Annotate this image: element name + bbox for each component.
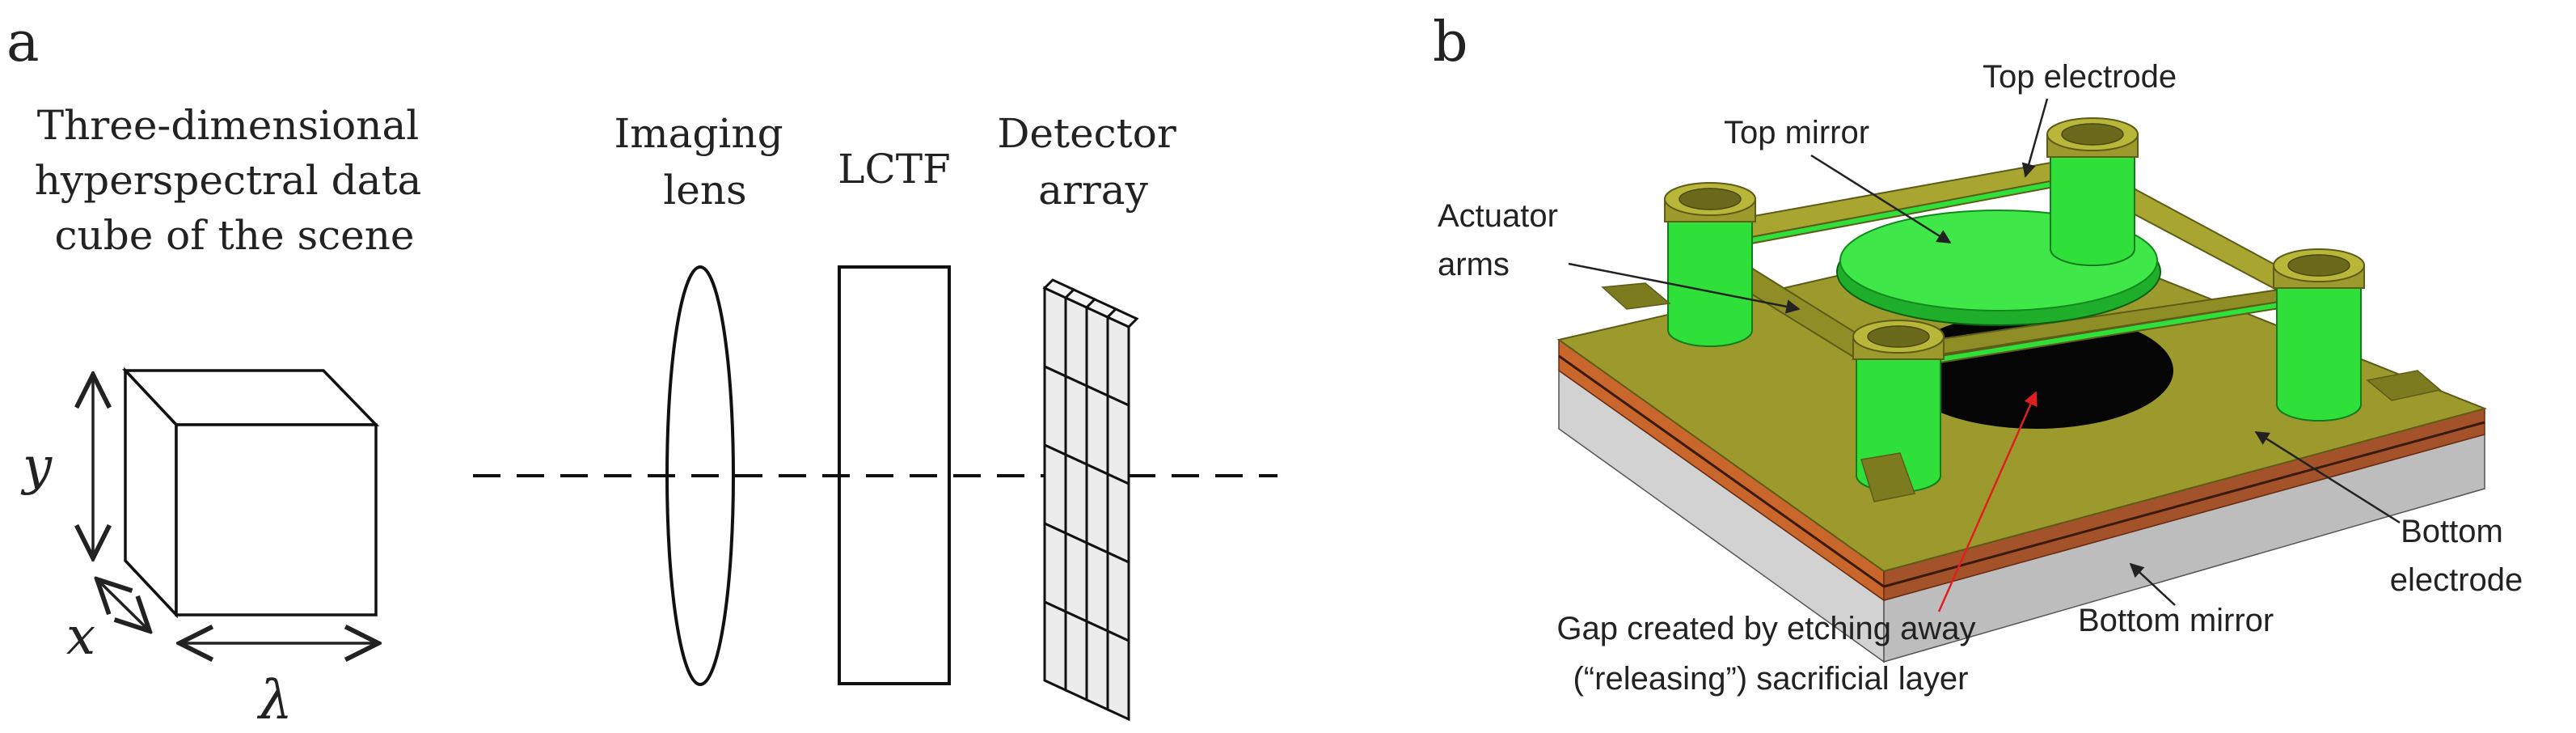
lambda-axis-label: λ xyxy=(256,669,293,731)
data-cube xyxy=(121,366,380,619)
x-axis-label: x xyxy=(66,607,95,667)
actuator-arms-line-2: arms xyxy=(1438,247,1510,282)
detector-cell xyxy=(1064,374,1088,467)
detector-cell xyxy=(1043,600,1067,693)
lctf-label: LCTF xyxy=(838,146,951,193)
cube-front-face xyxy=(175,423,378,616)
detector-cell xyxy=(1085,462,1109,555)
bottom-electrode-line-2: electrode xyxy=(2390,562,2523,598)
actuator-arms-leader xyxy=(1568,262,1801,314)
lens-label-line-1: Imaging xyxy=(614,110,783,157)
gap-label: Gap created by etching away (“releasing”… xyxy=(1556,611,1984,697)
panel-b-letter: b xyxy=(1433,11,1468,74)
detector-cell xyxy=(1043,521,1067,614)
gap-label-line-1: Gap created by etching away xyxy=(1556,611,1975,646)
anchor-posts xyxy=(1664,117,2365,493)
panel-a: a Three-dimensional hyperspectral data c… xyxy=(6,11,1277,731)
layer-stripe-right xyxy=(1883,421,2485,588)
panel-a-letter: a xyxy=(6,11,40,74)
detector-cell xyxy=(1085,619,1109,712)
post-right xyxy=(2273,248,2365,422)
lens-label-line-2: lens xyxy=(663,167,746,214)
tab-right xyxy=(2366,370,2442,401)
bottom-mirror-leader xyxy=(2129,562,2176,606)
post-cup-hole xyxy=(2061,123,2124,146)
tabs xyxy=(1601,282,2442,502)
actuator-arms-label: Actuator arms xyxy=(1438,198,1567,282)
detector-label-line-2: array xyxy=(1038,167,1148,214)
detector-cell xyxy=(1106,629,1130,722)
detector-cell xyxy=(1043,286,1067,379)
gap-label-line-2: (“releasing”) sacrificial layer xyxy=(1573,661,1968,697)
post-cup-hole xyxy=(1867,325,1930,348)
bottom-electrode-line-1: Bottom xyxy=(2401,514,2503,549)
detector-cell xyxy=(1106,315,1130,408)
top-mirror-leader xyxy=(1810,154,1952,244)
x-axis-arrow xyxy=(97,579,150,631)
bottom-electrode-label: Bottom electrode xyxy=(2390,514,2523,598)
post-back-left xyxy=(1664,182,1756,347)
detector-cell xyxy=(1064,452,1088,545)
detector-cell xyxy=(1085,383,1109,477)
bottom-electrode-leader xyxy=(2254,430,2401,524)
detector-cell xyxy=(1064,531,1088,624)
imaging-lens xyxy=(665,265,735,686)
detector-cell xyxy=(1106,393,1130,486)
cube-label: Three-dimensional hyperspectral data cub… xyxy=(35,102,435,259)
detector-cell xyxy=(1064,609,1088,702)
post-cup-hole xyxy=(1679,188,1742,210)
detector-cell xyxy=(1043,443,1067,536)
detector-cell xyxy=(1106,550,1130,643)
top-mirror-label: Top mirror xyxy=(1724,115,1869,150)
detector-array xyxy=(1042,278,1139,722)
post-body xyxy=(2050,151,2135,266)
detector-cell xyxy=(1043,364,1067,457)
layer-stripe-left xyxy=(1558,354,1885,588)
y-axis-label: y xyxy=(20,437,53,497)
cube-label-line-1: Three-dimensional xyxy=(37,102,420,149)
top-electrode-label: Top electrode xyxy=(1983,59,2177,95)
detector-cell xyxy=(1085,305,1109,398)
detector-cap xyxy=(1105,307,1139,328)
gap-leader xyxy=(1937,391,2038,612)
post-body xyxy=(2276,282,2362,422)
cube-label-line-2: hyperspectral data xyxy=(35,157,422,204)
tab-left xyxy=(1601,282,1671,310)
detector-cell xyxy=(1064,295,1088,388)
post-back-right xyxy=(2046,117,2139,266)
post-body xyxy=(1667,216,1753,347)
post-cup-hole xyxy=(2287,254,2350,277)
cube-label-line-3: cube of the scene xyxy=(54,212,414,259)
panel-b: b xyxy=(1433,11,2523,697)
actuator-arms-line-1: Actuator xyxy=(1438,198,1558,234)
detector-cell xyxy=(1085,540,1109,633)
detector-label: Detector array xyxy=(997,110,1189,214)
lctf-filter xyxy=(838,265,951,685)
detector-cell xyxy=(1106,472,1130,565)
bottom-mirror-label: Bottom mirror xyxy=(2078,603,2274,638)
detector-label-line-1: Detector xyxy=(997,110,1176,157)
lens-label: Imaging lens xyxy=(614,110,796,214)
top-electrode-leader xyxy=(2021,98,2049,178)
tab-front xyxy=(1860,452,1916,502)
